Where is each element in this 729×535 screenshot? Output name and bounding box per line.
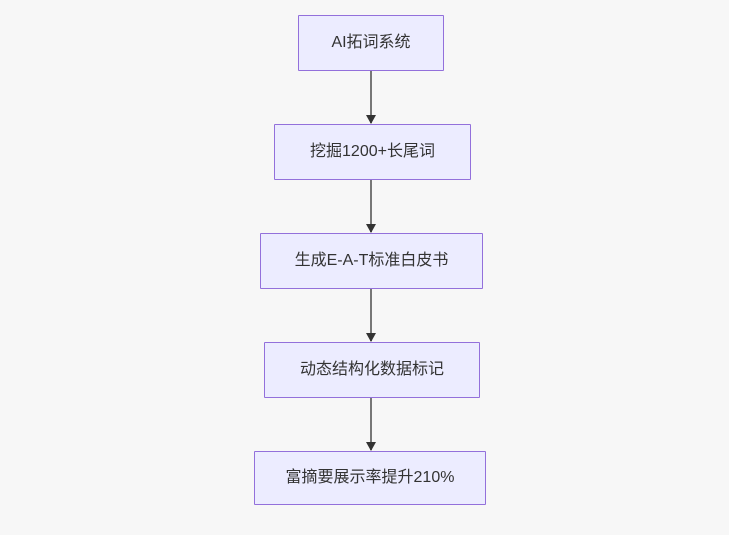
- flow-edge-1: [366, 71, 376, 124]
- flow-node-step5: 富摘要展示率提升210%: [254, 451, 486, 505]
- flow-node-label: 挖掘1200+长尾词: [310, 143, 435, 161]
- arrowhead-down-icon: [366, 224, 376, 233]
- flow-edge-3: [366, 289, 376, 342]
- flow-node-label: 富摘要展示率提升210%: [285, 469, 455, 487]
- flow-node-label: 生成E-A-T标准白皮书: [294, 252, 449, 270]
- flow-node-label: 动态结构化数据标记: [299, 361, 444, 379]
- flow-edge-2: [366, 180, 376, 233]
- flow-node-step1: AI拓词系统: [298, 15, 444, 71]
- arrowhead-down-icon: [366, 442, 376, 451]
- flow-node-step3: 生成E-A-T标准白皮书: [260, 233, 483, 289]
- flow-node-step4: 动态结构化数据标记: [264, 342, 480, 398]
- flow-edge-4: [366, 398, 376, 451]
- flow-node-step2: 挖掘1200+长尾词: [274, 124, 471, 180]
- arrowhead-down-icon: [366, 115, 376, 124]
- arrowhead-down-icon: [366, 333, 376, 342]
- flow-node-label: AI拓词系统: [331, 34, 411, 52]
